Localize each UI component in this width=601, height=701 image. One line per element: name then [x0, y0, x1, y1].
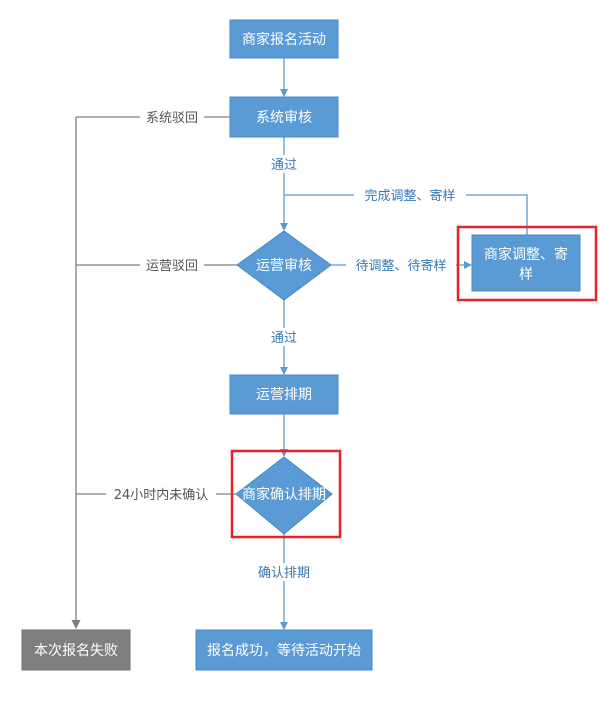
- edge-label: 待调整、待寄样: [355, 258, 446, 274]
- edge-label: 通过: [271, 331, 297, 346]
- flow-lines: [280, 58, 528, 630]
- node-success: 报名成功，等待活动开始: [195, 629, 373, 671]
- node-apply: 商家报名活动: [229, 19, 339, 59]
- node-label: 运营排期: [256, 387, 312, 403]
- node-label: 商家报名活动: [242, 31, 326, 48]
- edge-label-adjust-done: 完成调整、寄样: [354, 186, 466, 204]
- node-fail: 本次报名失败: [21, 629, 131, 671]
- edge-label: 通过: [271, 158, 297, 173]
- node-ops-schedule: 运营排期: [229, 374, 339, 415]
- node-merchant-confirm: 商家确认排期: [235, 456, 333, 535]
- node-label: 运营审核: [256, 258, 312, 274]
- highlight-merchant-adjust: [456, 225, 598, 302]
- highlight-merchant-confirm: [230, 449, 342, 539]
- node-label: 本次报名失败: [34, 643, 118, 659]
- node-ops-review: 运营审核: [236, 230, 332, 301]
- edge-label-confirm: 确认排期: [250, 563, 318, 581]
- node-label: 商家确认排期: [242, 486, 326, 503]
- edge-label-pending-adjust: 待调整、待寄样: [346, 256, 456, 274]
- node-system-review: 系统审核: [229, 96, 339, 138]
- edge-label: 24小时内未确认: [114, 487, 209, 503]
- edge-label-timeout: 24小时内未确认: [106, 485, 216, 503]
- edge-label: 运营驳回: [146, 259, 198, 274]
- edge-label: 确认排期: [258, 566, 310, 581]
- node-label: 系统审核: [256, 110, 312, 126]
- edge-label: 完成调整、寄样: [364, 188, 455, 204]
- node-label: 样: [519, 267, 533, 283]
- edge-label: 系统驳回: [146, 111, 198, 126]
- edge-label-system-pass: 通过: [264, 155, 304, 173]
- edge-label-system-reject: 系统驳回: [140, 108, 204, 126]
- node-merchant-adjust: 商家调整、寄 样: [471, 234, 581, 292]
- edge-label-ops-pass: 通过: [264, 328, 304, 346]
- edge-label-ops-reject: 运营驳回: [140, 256, 204, 274]
- reject-lines: [71, 116, 238, 629]
- node-label: 商家调整、寄: [484, 246, 568, 263]
- node-label: 报名成功，等待活动开始: [207, 642, 361, 659]
